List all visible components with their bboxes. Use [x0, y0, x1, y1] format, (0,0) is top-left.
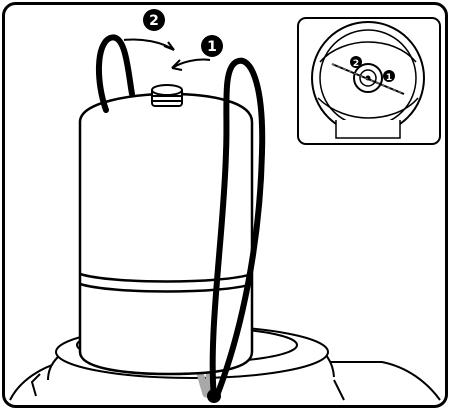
svg-text:2: 2: [149, 13, 159, 29]
step-1-badge: 1: [201, 35, 223, 57]
step-2-badge: 2: [143, 9, 165, 31]
strap-knot: [207, 389, 221, 403]
svg-text:2: 2: [353, 59, 359, 69]
svg-text:1: 1: [386, 73, 392, 83]
svg-text:1: 1: [207, 39, 217, 55]
canister-port: [152, 85, 182, 106]
inset-top-view: [298, 18, 440, 144]
